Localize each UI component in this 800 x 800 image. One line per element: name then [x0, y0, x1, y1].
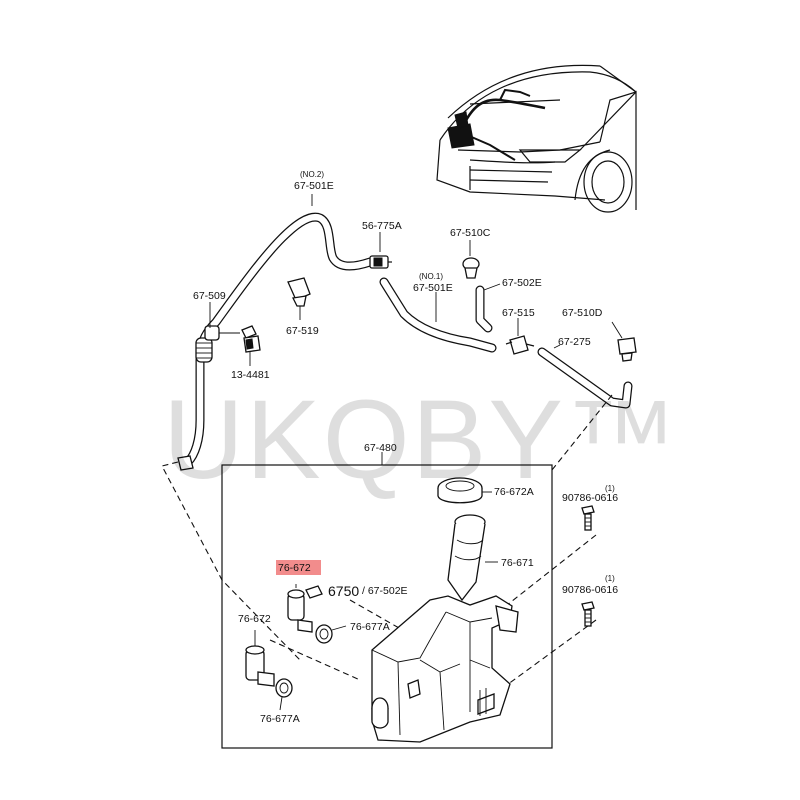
connector-56-775A — [369, 232, 392, 269]
pump-76-672-lower — [245, 630, 275, 687]
filler-neck-76-671 — [447, 514, 498, 602]
label-67-519: 67-519 — [286, 325, 319, 337]
hose-no1 — [379, 277, 497, 353]
label-76-672: 76-672 — [238, 613, 271, 625]
hose-67-502E — [475, 285, 493, 333]
nozzle-67-510D — [611, 321, 637, 362]
label-67-502E-b: / 67-502E — [362, 585, 408, 597]
label-67-510D: 67-510D — [562, 307, 603, 319]
label-13-4481: 13-4481 — [231, 369, 270, 381]
reservoir-assembly-box — [221, 464, 553, 749]
washer-reservoir-tank — [371, 595, 519, 743]
label-67-480: 67-480 — [364, 442, 397, 454]
label-67-515: 67-515 — [502, 307, 535, 319]
clip-13-4481 — [241, 325, 261, 366]
clip-67-519 — [287, 277, 311, 320]
highlight-box — [276, 560, 321, 575]
label-67-510C: 67-510C — [450, 227, 491, 239]
label-no2: (NO.2) — [300, 170, 324, 179]
watermark: UKQBY™ — [163, 377, 679, 502]
label-76-677A-a: 76-677A — [350, 621, 390, 633]
grommet-76-677A-upper — [315, 624, 347, 644]
label-90786-0616-b: 90786-0616 — [562, 584, 618, 596]
hose-no2 — [177, 212, 375, 471]
bolt-90786-0616-upper — [581, 505, 595, 531]
label-67-501E-mid: 67-501E — [413, 282, 453, 294]
nozzle-67-510C — [462, 240, 480, 279]
label-67-275: 67-275 — [558, 336, 591, 348]
label-56-775A: 56-775A — [362, 220, 402, 232]
grommet-76-677A-lower — [275, 678, 293, 711]
cap-76-672A — [437, 477, 492, 504]
hose-67-275 — [537, 347, 633, 409]
label-76-672-highlighted: 76-672 — [278, 562, 311, 574]
label-76-672A: 76-672A — [494, 486, 534, 498]
label-6750: 6750 — [328, 583, 359, 599]
label-67-502E: 67-502E — [502, 277, 542, 289]
bolt-90786-0616-lower — [581, 601, 595, 627]
label-no1: (NO.1) — [419, 272, 443, 281]
label-76-677A-b: 76-677A — [260, 713, 300, 725]
label-90786-0616-a: 90786-0616 — [562, 492, 618, 504]
car-front-illustration — [436, 64, 637, 213]
label-90786-0616-a-qty: (1) — [605, 484, 615, 493]
label-67-509: 67-509 — [193, 290, 226, 302]
label-76-671: 76-671 — [501, 557, 534, 569]
part-labels: (NO.2) 67-501E 56-775A 67-510C 67-509 (N… — [193, 170, 618, 725]
tee-67-515 — [505, 318, 535, 355]
label-67-501E-top: 67-501E — [294, 180, 334, 192]
label-90786-0616-b-qty: (1) — [605, 574, 615, 583]
corrugated-joint — [195, 325, 240, 363]
pump-76-672-upper — [287, 584, 323, 633]
